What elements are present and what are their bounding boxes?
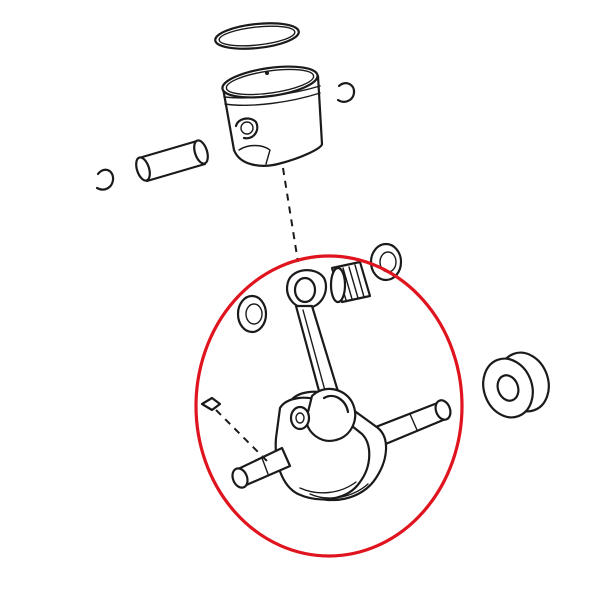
main-bearing xyxy=(482,351,550,419)
woodruff-key xyxy=(200,396,269,463)
circlip-right xyxy=(336,82,356,103)
piston-pin xyxy=(135,139,209,183)
needle-bearing xyxy=(329,260,372,304)
highlight-circle xyxy=(194,254,464,558)
washer-left xyxy=(236,294,268,334)
circlip-left xyxy=(95,168,115,191)
assembly-guide-line xyxy=(282,167,299,263)
washer-right-upper xyxy=(369,242,403,282)
crankshaft-assembly xyxy=(231,269,452,502)
piston xyxy=(221,65,324,167)
piston-ring xyxy=(214,22,300,50)
